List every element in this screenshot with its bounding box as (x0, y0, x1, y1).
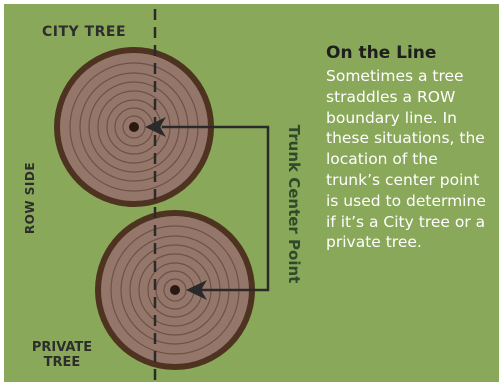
info-box: On the Line Sometimes a tree straddles a… (326, 42, 496, 253)
row-side-label: ROW SIDE (23, 161, 37, 235)
connector-path (162, 125, 270, 292)
private-tree-stump (95, 210, 255, 370)
private-tree-center-point (170, 285, 180, 295)
trunk-center-connector (145, 117, 270, 300)
trunk-center-point-label: Trunk Center Point (285, 124, 303, 284)
city-tree-center-point (129, 122, 139, 132)
city-tree-label: CITY TREE (42, 24, 127, 40)
private-tree-label-line2: TREE (43, 355, 81, 370)
diagram-panel: CITY TREE PRIVATE TREE ROW SIDE Trunk Ce… (4, 4, 499, 382)
info-body: Sometimes a tree straddles a ROW boundar… (326, 67, 486, 252)
private-tree-label-line1: PRIVATE (31, 340, 93, 355)
info-title: On the Line (326, 43, 437, 63)
arrowhead-lower (186, 280, 207, 300)
diagram-graphic (54, 9, 270, 382)
arrowhead-upper (145, 117, 166, 137)
private-tree-label: PRIVATE TREE (26, 340, 98, 370)
